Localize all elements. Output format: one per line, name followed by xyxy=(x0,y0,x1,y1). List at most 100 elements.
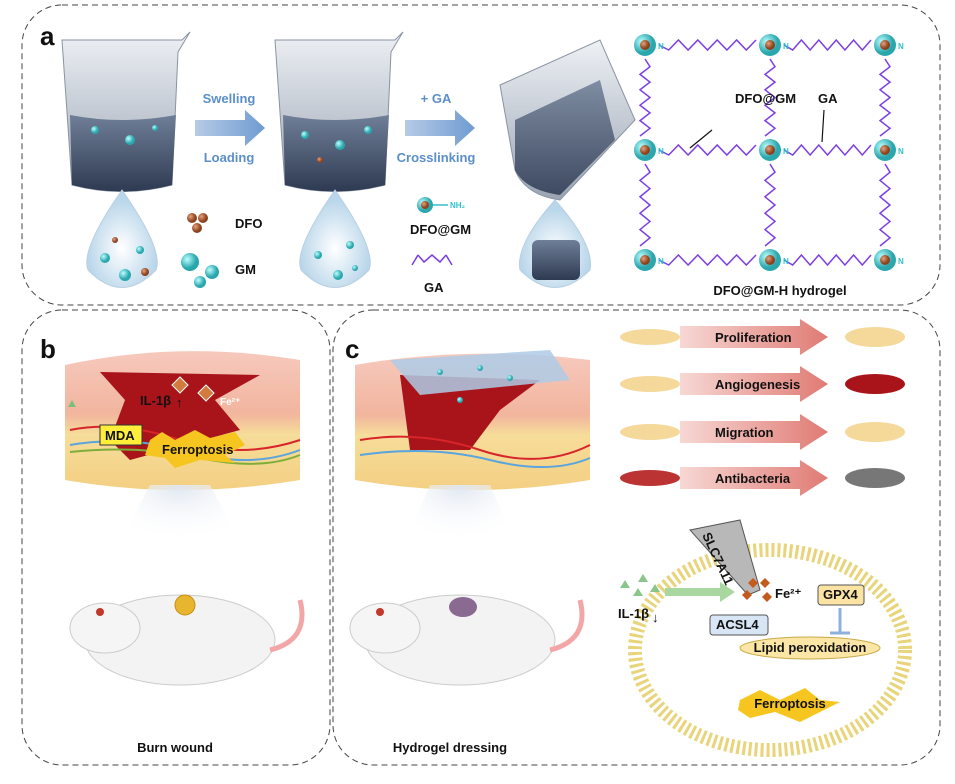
up-arrow-icon: ↑ xyxy=(176,395,183,410)
effect-after-icon xyxy=(845,327,905,347)
swelling-label: Swelling xyxy=(203,91,256,106)
dfo-core xyxy=(880,145,890,155)
network-dfo-gm-label: DFO@GM xyxy=(735,91,796,106)
panel-c-label: c xyxy=(345,334,359,364)
dfo-core xyxy=(880,40,890,50)
ga-crosslink xyxy=(763,58,777,137)
ga-crosslink xyxy=(783,38,872,52)
nitrogen-label: N xyxy=(658,147,664,156)
acsl4-box xyxy=(709,614,769,636)
dfo-core xyxy=(640,255,650,265)
panel-a-label: a xyxy=(40,21,55,51)
ga-crosslink xyxy=(638,163,652,247)
gpx4-box xyxy=(817,584,865,606)
nh2-label: NH₂ xyxy=(450,201,466,210)
network-caption: DFO@GM-H hydrogel xyxy=(713,283,846,298)
il1b-arrow xyxy=(665,582,735,602)
slc7a11-transporter xyxy=(689,519,761,596)
arrow-crosslinking xyxy=(405,110,475,146)
panel-c-frame xyxy=(332,309,941,766)
ga-crosslink xyxy=(878,163,892,247)
effect-label-migration: Migration xyxy=(715,425,774,440)
lipid-peroxidation-cloud xyxy=(739,636,881,660)
light-cone xyxy=(90,485,270,600)
down-arrow-icon: ↓ xyxy=(652,610,659,625)
gpx4-label: GPX4 xyxy=(823,587,858,602)
hydrogel-dressing-caption: Hydrogel dressing xyxy=(393,740,507,755)
nitrogen-label: N xyxy=(898,42,904,51)
burn-site-marker xyxy=(174,594,196,616)
ga-crosslink xyxy=(783,253,872,267)
acsl4-label: ACSL4 xyxy=(716,617,759,632)
ga-crosslink xyxy=(658,38,757,52)
dfo-icon xyxy=(187,213,208,233)
mda-label: MDA xyxy=(105,428,135,443)
nitrogen-label: N xyxy=(783,257,789,266)
gm-icon xyxy=(181,253,219,288)
effect-label-proliferation: Proliferation xyxy=(715,330,792,345)
nitrogen-label: N xyxy=(658,257,664,266)
panel-b-frame xyxy=(21,309,331,766)
effect-before-icon xyxy=(620,470,680,486)
skin-burn-illustration xyxy=(65,351,301,490)
il1b-label: IL-1β xyxy=(140,393,171,408)
dfo-core xyxy=(765,145,775,155)
dfo-core xyxy=(640,145,650,155)
ferroptosis-burst xyxy=(145,430,245,468)
ga-crosslink xyxy=(638,58,652,137)
pointer-arrow xyxy=(821,109,825,143)
effect-arrow xyxy=(680,366,828,402)
pointer-arrow xyxy=(689,129,713,149)
rat-illustration xyxy=(69,594,305,686)
fe-label: Fe²⁺ xyxy=(220,397,240,408)
dfo-legend-label: DFO xyxy=(235,216,262,231)
dfo-core xyxy=(880,255,890,265)
loading-label: Loading xyxy=(204,150,255,165)
effect-after-icon xyxy=(845,468,905,488)
ga-crosslink xyxy=(878,58,892,137)
effect-arrow xyxy=(680,319,828,355)
dfo-gm-legend-label: DFO@GM xyxy=(410,222,471,237)
arrow-swelling-loading xyxy=(195,110,265,146)
fe-diamonds xyxy=(742,578,772,602)
effect-label-angiogenesis: Angiogenesis xyxy=(715,377,800,392)
effects-list: ProliferationAngiogenesisMigrationAntiba… xyxy=(620,319,905,496)
effect-before-icon xyxy=(620,329,680,345)
il1b-cell-label: IL-1β xyxy=(618,606,649,621)
dfo-core xyxy=(765,255,775,265)
panel-a-frame xyxy=(21,4,941,306)
nitrogen-label: N xyxy=(898,147,904,156)
ferroptosis-cell-label: Ferroptosis xyxy=(754,696,826,711)
panel-b-label: b xyxy=(40,334,56,364)
lipid-peroxidation-label: Lipid peroxidation xyxy=(754,640,867,655)
network-ga-label: GA xyxy=(818,91,838,106)
beaker-3-tilted xyxy=(499,39,636,288)
ga-legend-label: GA xyxy=(424,280,444,295)
rat-illustration xyxy=(349,594,585,686)
nitrogen-label: N xyxy=(783,42,789,51)
dfo-core xyxy=(765,40,775,50)
nitrogen-label: N xyxy=(783,147,789,156)
ga-crosslink xyxy=(783,143,872,157)
ferroptosis-cell-burst xyxy=(738,688,840,722)
effect-before-icon xyxy=(620,424,680,440)
hydrogel-site-marker xyxy=(449,597,477,617)
burn-wound-caption: Burn wound xyxy=(137,740,213,755)
add-ga-label: + GA xyxy=(421,91,452,106)
ga-crosslink xyxy=(763,163,777,247)
effect-after-icon xyxy=(845,422,905,442)
dfo-core xyxy=(640,40,650,50)
effect-before-icon xyxy=(620,376,680,392)
light-cone xyxy=(380,485,540,600)
effect-after-icon xyxy=(845,374,905,394)
beaker-1 xyxy=(61,31,191,288)
beaker-2 xyxy=(274,31,404,288)
ga-crosslink xyxy=(658,143,757,157)
ferroptosis-label: Ferroptosis xyxy=(162,442,234,457)
crosslinking-label: Crosslinking xyxy=(397,150,476,165)
fe-cell-label: Fe²⁺ xyxy=(775,586,802,601)
effect-label-antibacteria: Antibacteria xyxy=(715,471,791,486)
mda-box xyxy=(99,424,143,446)
